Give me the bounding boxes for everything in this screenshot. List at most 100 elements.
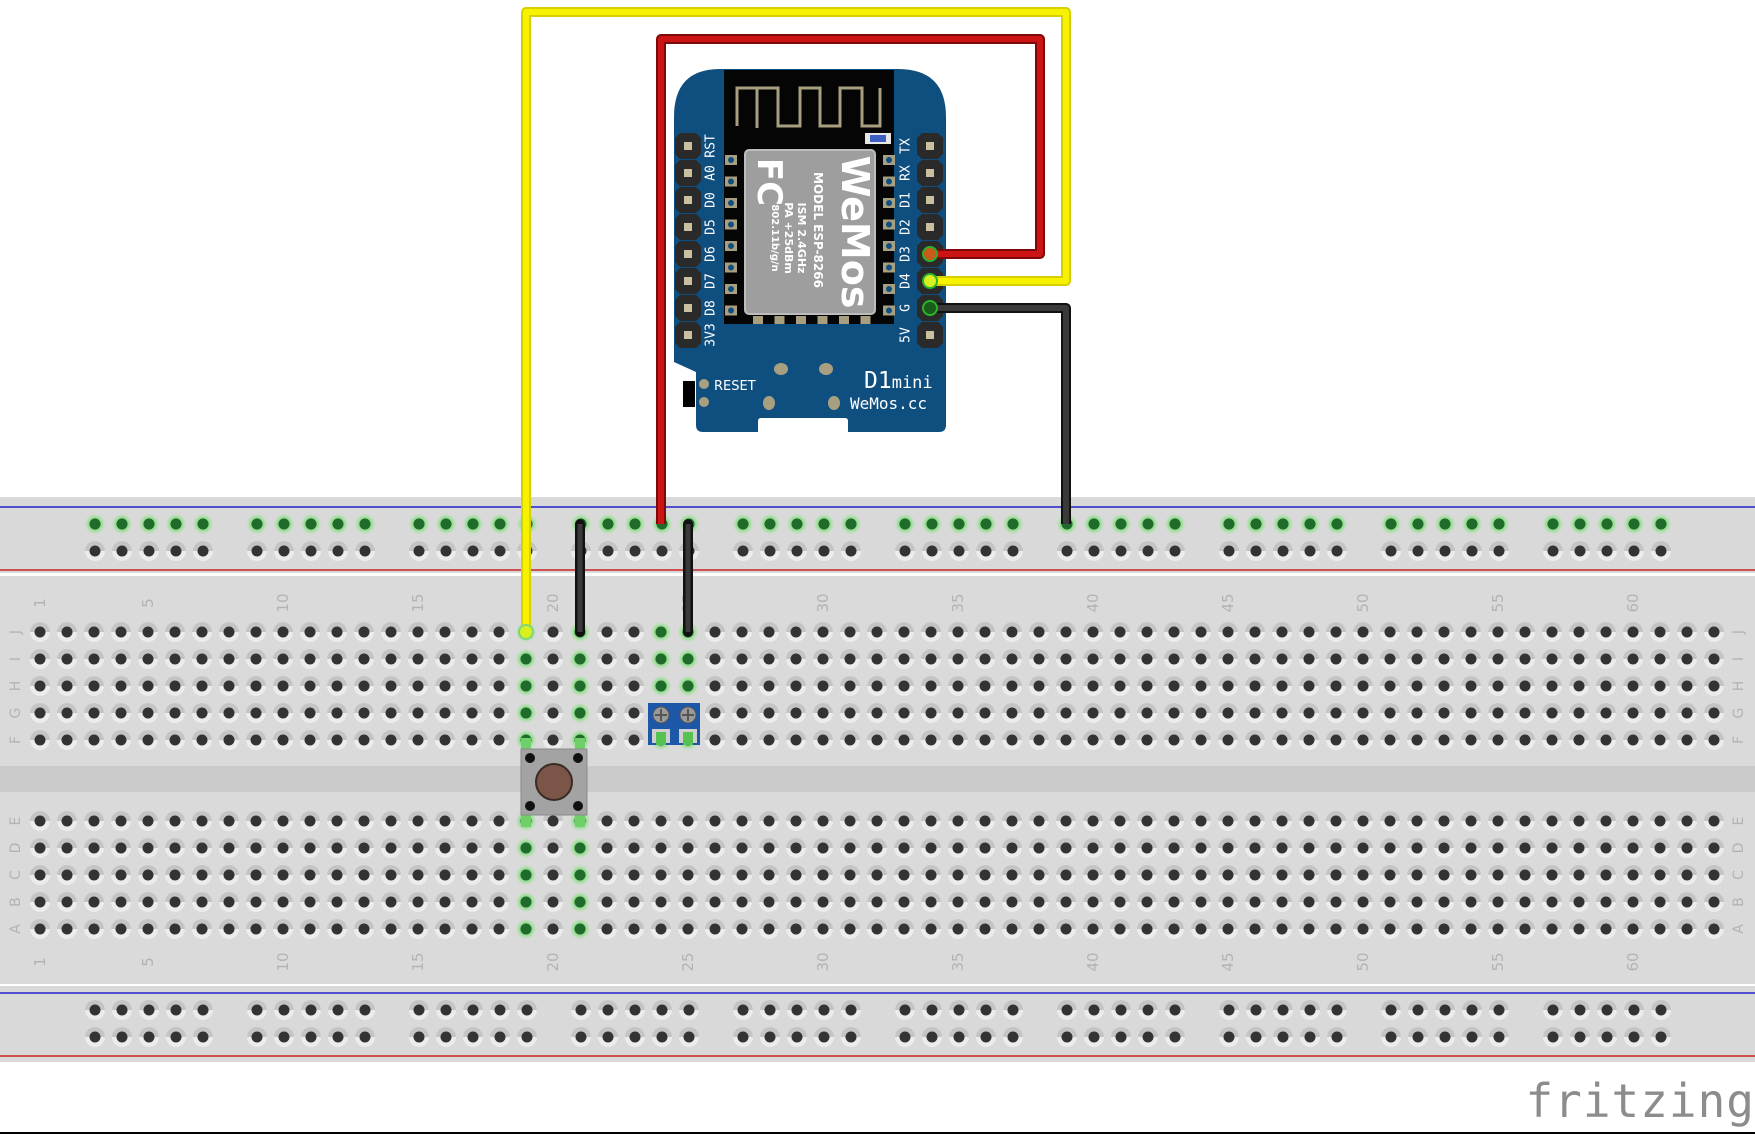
breadboard-hole[interactable] — [57, 730, 77, 750]
breadboard-hole[interactable] — [111, 919, 131, 939]
breadboard-hole[interactable] — [1326, 919, 1346, 939]
header-pin-d8[interactable]: D8 — [675, 295, 719, 321]
top-rail-hole[interactable] — [112, 514, 132, 534]
top-rail-hole[interactable] — [976, 514, 996, 534]
breadboard-hole[interactable] — [1299, 676, 1319, 696]
breadboard-hole[interactable] — [219, 676, 239, 696]
breadboard-hole[interactable] — [975, 838, 995, 858]
breadboard-hole[interactable] — [84, 676, 104, 696]
top-rail-hole[interactable] — [1138, 514, 1158, 534]
breadboard-hole[interactable] — [435, 838, 455, 858]
breadboard-hole[interactable] — [1488, 838, 1508, 858]
top-rail-hole[interactable] — [328, 541, 348, 561]
header-pin-rst[interactable]: RST — [675, 133, 719, 159]
bottom-rail-hole[interactable] — [1462, 1000, 1482, 1020]
bottom-rail-hole[interactable] — [598, 1027, 618, 1047]
breadboard-hole[interactable] — [975, 919, 995, 939]
breadboard-hole[interactable] — [1137, 811, 1157, 831]
breadboard-hole[interactable] — [327, 730, 347, 750]
breadboard-hole[interactable] — [975, 649, 995, 669]
breadboard-hole[interactable] — [1596, 838, 1616, 858]
header-pin-rx[interactable]: RX — [899, 160, 944, 186]
breadboard-hole[interactable] — [489, 622, 509, 642]
breadboard-hole[interactable] — [705, 811, 725, 831]
breadboard-hole[interactable] — [651, 676, 671, 696]
top-rail-hole[interactable] — [1435, 514, 1455, 534]
breadboard-hole[interactable] — [1407, 838, 1427, 858]
breadboard-hole[interactable] — [1245, 811, 1265, 831]
breadboard-hole[interactable] — [111, 811, 131, 831]
breadboard-hole[interactable] — [1353, 649, 1373, 669]
breadboard-hole[interactable] — [1461, 892, 1481, 912]
breadboard-hole[interactable] — [624, 676, 644, 696]
top-rail-hole[interactable] — [949, 514, 969, 534]
breadboard-hole[interactable] — [1299, 730, 1319, 750]
breadboard-hole[interactable] — [840, 649, 860, 669]
breadboard-hole[interactable] — [381, 811, 401, 831]
breadboard-hole[interactable] — [57, 892, 77, 912]
breadboard-hole[interactable] — [624, 865, 644, 885]
breadboard-hole[interactable] — [1353, 622, 1373, 642]
breadboard-hole[interactable] — [1002, 622, 1022, 642]
breadboard-hole[interactable] — [1407, 892, 1427, 912]
breadboard-hole[interactable] — [651, 622, 671, 642]
breadboard-hole[interactable] — [300, 676, 320, 696]
breadboard-hole[interactable] — [705, 649, 725, 669]
breadboard-hole[interactable] — [1110, 811, 1130, 831]
bottom-rail-hole[interactable] — [949, 1027, 969, 1047]
header-pin-d7[interactable]: D7 — [675, 268, 719, 294]
breadboard-hole[interactable] — [1596, 649, 1616, 669]
breadboard-hole[interactable] — [867, 730, 887, 750]
top-rail-hole[interactable] — [355, 514, 375, 534]
bottom-rail-hole[interactable] — [1300, 1027, 1320, 1047]
header-pin-d5[interactable]: D5 — [675, 214, 719, 240]
bottom-rail-hole[interactable] — [760, 1027, 780, 1047]
breadboard-hole[interactable] — [1704, 703, 1724, 723]
breadboard-hole[interactable] — [327, 919, 347, 939]
breadboard-hole[interactable] — [57, 676, 77, 696]
bottom-rail-hole[interactable] — [274, 1027, 294, 1047]
breadboard-hole[interactable] — [84, 703, 104, 723]
breadboard-hole[interactable] — [435, 676, 455, 696]
breadboard-hole[interactable] — [1488, 865, 1508, 885]
breadboard-hole[interactable] — [1083, 676, 1103, 696]
top-rail-hole[interactable] — [301, 514, 321, 534]
top-rail-hole[interactable] — [1408, 514, 1428, 534]
breadboard-hole[interactable] — [921, 649, 941, 669]
breadboard-hole[interactable] — [57, 811, 77, 831]
top-rail-hole[interactable] — [463, 541, 483, 561]
breadboard-hole[interactable] — [570, 892, 590, 912]
breadboard-hole[interactable] — [705, 919, 725, 939]
breadboard-hole[interactable] — [1218, 838, 1238, 858]
breadboard-hole[interactable] — [1164, 703, 1184, 723]
breadboard-hole[interactable] — [1110, 892, 1130, 912]
breadboard-hole[interactable] — [705, 892, 725, 912]
breadboard-hole[interactable] — [489, 703, 509, 723]
breadboard-hole[interactable] — [1677, 865, 1697, 885]
breadboard-hole[interactable] — [1569, 649, 1589, 669]
breadboard-hole[interactable] — [1272, 919, 1292, 939]
top-rail-hole[interactable] — [1138, 541, 1158, 561]
breadboard-hole[interactable] — [1434, 838, 1454, 858]
top-rail-hole[interactable] — [247, 541, 267, 561]
bottom-rail-hole[interactable] — [976, 1000, 996, 1020]
breadboard-hole[interactable] — [975, 622, 995, 642]
bottom-rail-hole[interactable] — [625, 1000, 645, 1020]
breadboard-hole[interactable] — [273, 811, 293, 831]
breadboard-hole[interactable] — [30, 811, 50, 831]
breadboard-hole[interactable] — [219, 703, 239, 723]
breadboard-hole[interactable] — [1083, 622, 1103, 642]
breadboard-hole[interactable] — [1488, 676, 1508, 696]
breadboard-hole[interactable] — [1353, 676, 1373, 696]
bottom-rail-hole[interactable] — [1435, 1027, 1455, 1047]
breadboard-hole[interactable] — [165, 703, 185, 723]
breadboard-hole[interactable] — [219, 865, 239, 885]
breadboard-hole[interactable] — [705, 838, 725, 858]
bottom-rail-hole[interactable] — [733, 1027, 753, 1047]
breadboard-hole[interactable] — [1542, 811, 1562, 831]
breadboard-hole[interactable] — [840, 865, 860, 885]
breadboard-hole[interactable] — [570, 703, 590, 723]
breadboard-hole[interactable] — [408, 892, 428, 912]
breadboard-hole[interactable] — [1380, 865, 1400, 885]
breadboard-hole[interactable] — [1623, 892, 1643, 912]
